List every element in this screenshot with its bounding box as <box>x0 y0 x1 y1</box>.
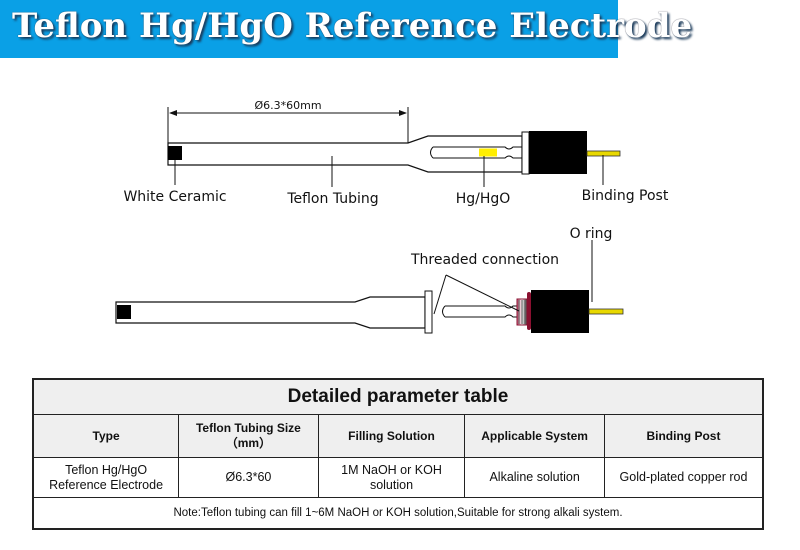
teflon-tube-2 <box>115 296 426 329</box>
dimension-label: Ø6.3*60mm <box>254 99 321 112</box>
header-tubing-size-unit: （mm） <box>225 436 272 450</box>
label-hg-hgo: Hg/HgO <box>456 191 511 207</box>
cap-2 <box>531 290 589 333</box>
parameter-table: Detailed parameter table Type Teflon Tub… <box>32 378 764 530</box>
header-tubing-size-label: Teflon Tubing Size <box>195 421 301 435</box>
page-title: Teflon Hg/HgO Reference Electrode <box>12 6 693 46</box>
label-white-ceramic: White Ceramic <box>123 189 226 205</box>
table-header-row: Type Teflon Tubing Size（mm） Filling Solu… <box>32 414 764 458</box>
bottom-electrode: O ring Threaded connection <box>115 226 624 334</box>
cell-size: Ø6.3*60 <box>178 457 319 498</box>
threaded-collar <box>424 290 433 334</box>
table-note: Note:Teflon tubing can fill 1~6M NaOH or… <box>32 497 764 530</box>
title-banner: Teflon Hg/HgO Reference Electrode <box>0 0 692 58</box>
cell-type-line2: Reference Electrode <box>49 477 164 492</box>
top-electrode: Ø6.3*60mm White Ceramic Teflon Tubing Hg… <box>123 99 668 207</box>
header-tubing-size: Teflon Tubing Size（mm） <box>178 414 319 458</box>
electrode-diagram: Ø6.3*60mm White Ceramic Teflon Tubing Hg… <box>115 99 669 334</box>
cell-type-line1: Teflon Hg/HgO <box>65 462 148 477</box>
header-binding-post: Binding Post <box>603 414 764 458</box>
table-title: Detailed parameter table <box>32 378 764 415</box>
cell-filling-line2: solution <box>369 477 414 492</box>
hg-hgo-fill <box>479 148 497 157</box>
header-filling-solution: Filling Solution <box>317 414 466 458</box>
header-applicable-system: Applicable System <box>464 414 605 458</box>
teflon-tube <box>167 135 523 173</box>
binding-post-2 <box>588 308 624 315</box>
white-ceramic-tip <box>168 146 182 160</box>
cell-filling-line1: 1M NaOH or KOH <box>341 462 442 477</box>
white-ceramic-tip-2 <box>117 305 131 319</box>
flange <box>521 131 530 175</box>
cell-post: Gold-plated copper rod <box>603 457 764 498</box>
label-threaded-connection: Threaded connection <box>410 252 559 268</box>
label-o-ring: O ring <box>570 226 613 242</box>
cap <box>529 131 587 174</box>
header-type: Type <box>32 414 180 458</box>
label-binding-post: Binding Post <box>582 188 669 204</box>
o-ring <box>527 292 531 330</box>
label-teflon-tubing: Teflon Tubing <box>286 191 378 207</box>
cell-system: Alkaline solution <box>464 457 605 498</box>
